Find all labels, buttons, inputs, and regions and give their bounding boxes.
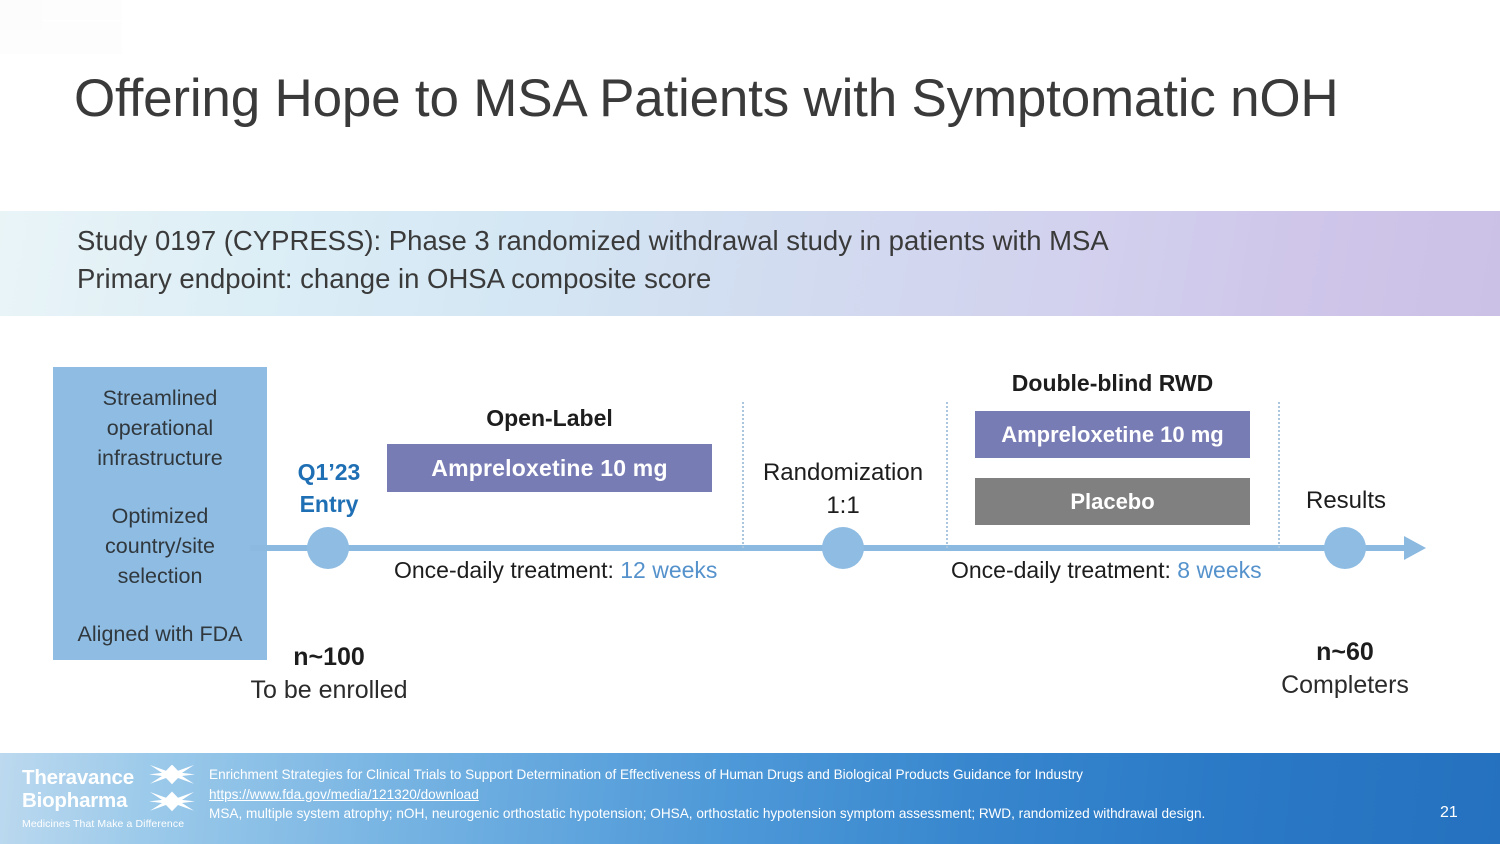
highlight-line-6: selection bbox=[117, 564, 203, 588]
page-title: Offering Hope to MSA Patients with Sympt… bbox=[74, 69, 1339, 128]
corner-artifact-dark bbox=[0, 0, 42, 30]
highlight-line-7: Aligned with FDA bbox=[77, 622, 243, 646]
entry-label-line-2: Entry bbox=[299, 491, 359, 517]
timeline-arrow-icon bbox=[1404, 536, 1426, 560]
footer-band bbox=[0, 753, 1500, 844]
highlight-line-2: operational bbox=[106, 416, 214, 440]
operational-highlights-box: Streamlined operational infrastructure O… bbox=[53, 367, 267, 660]
rwd-active-arm-label: Ampreloxetine 10 mg bbox=[1001, 421, 1224, 447]
phase-divider-3 bbox=[1278, 402, 1280, 548]
open-label-duration-caption: Once-daily treatment: 12 weeks bbox=[394, 557, 717, 584]
completers-caption: Completers bbox=[1281, 671, 1409, 699]
subtitle-line-2: Primary endpoint: change in OHSA composi… bbox=[77, 263, 712, 294]
page-number: 21 bbox=[1440, 804, 1458, 821]
logo-line-1: Theravance bbox=[22, 766, 134, 789]
treat1-weeks: 12 weeks bbox=[620, 557, 718, 583]
logo-line-2: Biopharma bbox=[22, 789, 128, 812]
enrollment-count: n~100 bbox=[293, 643, 365, 671]
company-logo: Theravance Biopharma Medicines That Make… bbox=[22, 766, 197, 832]
starburst-icon bbox=[149, 765, 195, 812]
phase-divider-2 bbox=[946, 402, 948, 548]
subtitle-line-1: Study 0197 (CYPRESS): Phase 3 randomized… bbox=[77, 225, 1109, 256]
completers-count: n~60 bbox=[1316, 638, 1374, 666]
rwd-active-arm-bar: Ampreloxetine 10 mg bbox=[975, 411, 1250, 458]
enrollment-annotation-left: n~100 To be enrolled bbox=[240, 641, 418, 707]
highlight-line-3: infrastructure bbox=[97, 446, 223, 470]
footnote-url-link[interactable]: https://www.fda.gov/media/121320/downloa… bbox=[209, 786, 479, 802]
open-label-bar-label: Ampreloxetine 10 mg bbox=[431, 454, 668, 481]
randomization-line-1: Randomization bbox=[762, 459, 924, 486]
open-label-phase-title: Open-Label bbox=[486, 405, 613, 431]
footnote-abbreviations: MSA, multiple system atrophy; nOH, neuro… bbox=[209, 806, 1206, 821]
rwd-phase-title: Double-blind RWD bbox=[1011, 370, 1214, 396]
milestone-node-randomization bbox=[822, 527, 864, 569]
highlight-line-1: Streamlined bbox=[102, 386, 218, 410]
subtitle-text: Study 0197 (CYPRESS): Phase 3 randomized… bbox=[77, 222, 1377, 298]
milestone-node-entry bbox=[307, 527, 349, 569]
rwd-duration-caption: Once-daily treatment: 8 weeks bbox=[951, 557, 1262, 584]
footnote-reference: Enrichment Strategies for Clinical Trial… bbox=[209, 767, 1083, 782]
subtitle-band bbox=[0, 211, 1500, 316]
highlight-line-5: country/site bbox=[105, 534, 215, 558]
results-milestone-label: Results bbox=[1305, 487, 1387, 514]
highlight-line-4: Optimized bbox=[111, 504, 209, 528]
enrollment-caption: To be enrolled bbox=[250, 676, 408, 704]
phase-divider-1 bbox=[742, 402, 744, 548]
completers-annotation-right: n~60 Completers bbox=[1256, 636, 1434, 702]
logo-tagline: Medicines That Make a Difference bbox=[22, 818, 185, 830]
milestone-node-results bbox=[1324, 527, 1366, 569]
rwd-placebo-arm-label: Placebo bbox=[1070, 488, 1155, 514]
treat2-weeks: 8 weeks bbox=[1177, 557, 1262, 583]
treat1-prefix: Once-daily treatment: bbox=[394, 557, 621, 583]
treat2-prefix: Once-daily treatment: bbox=[951, 557, 1178, 583]
entry-milestone-label: Q1’23 Entry bbox=[280, 456, 378, 520]
entry-label-line-1: Q1’23 bbox=[297, 459, 361, 485]
randomization-label: Randomization 1:1 bbox=[750, 456, 936, 522]
footnote-block: Enrichment Strategies for Clinical Trial… bbox=[209, 765, 1439, 824]
rwd-placebo-arm-bar: Placebo bbox=[975, 478, 1250, 525]
randomization-line-2: 1:1 bbox=[826, 492, 860, 519]
open-label-treatment-bar: Ampreloxetine 10 mg bbox=[387, 444, 712, 492]
